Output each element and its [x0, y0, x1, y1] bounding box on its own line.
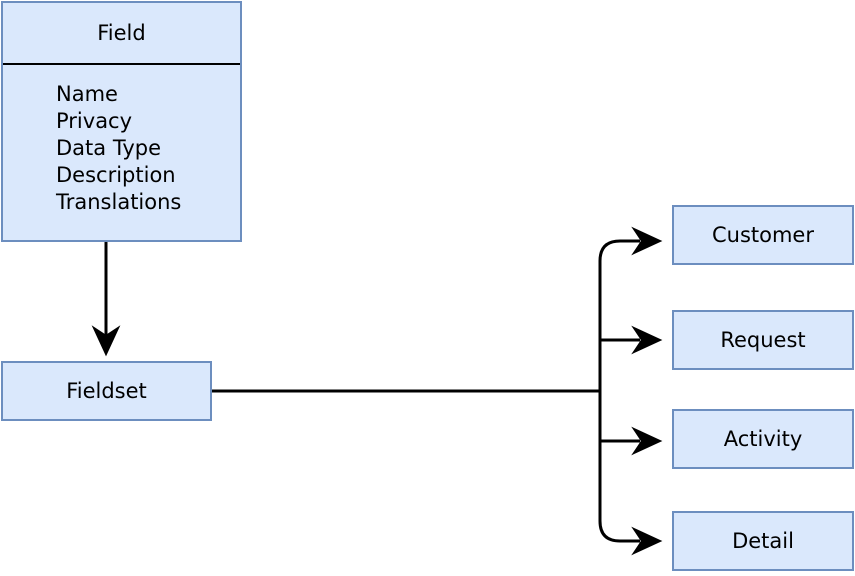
field-attribute-data-type: Data Type — [56, 136, 162, 160]
field-attribute-list: Name Privacy Data Type Description Trans… — [3, 65, 240, 216]
field-attribute-name: Name — [56, 82, 118, 106]
detail-label: Detail — [732, 529, 794, 553]
request-node[interactable]: Request — [672, 310, 854, 370]
fieldset-label: Fieldset — [66, 379, 147, 403]
field-attribute-description: Description — [56, 163, 176, 187]
activity-node[interactable]: Activity — [672, 409, 854, 469]
arrowhead-request — [631, 325, 663, 355]
arrowhead-fieldset — [91, 325, 121, 357]
field-attribute-translations: Translations — [56, 190, 182, 214]
arrowhead-detail — [631, 526, 663, 556]
field-attribute-privacy: Privacy — [56, 109, 133, 133]
detail-node[interactable]: Detail — [672, 511, 854, 571]
field-title: Field — [3, 3, 240, 65]
arrowhead-activity — [631, 426, 663, 456]
arrowhead-customer — [631, 226, 663, 256]
fieldset-node[interactable]: Fieldset — [1, 361, 212, 421]
activity-label: Activity — [723, 427, 803, 451]
edge-branch-trunk — [598, 239, 640, 543]
request-label: Request — [720, 328, 806, 352]
field-entity[interactable]: Field Name Privacy Data Type Description… — [1, 1, 242, 242]
customer-label: Customer — [711, 223, 814, 247]
customer-node[interactable]: Customer — [672, 205, 854, 265]
